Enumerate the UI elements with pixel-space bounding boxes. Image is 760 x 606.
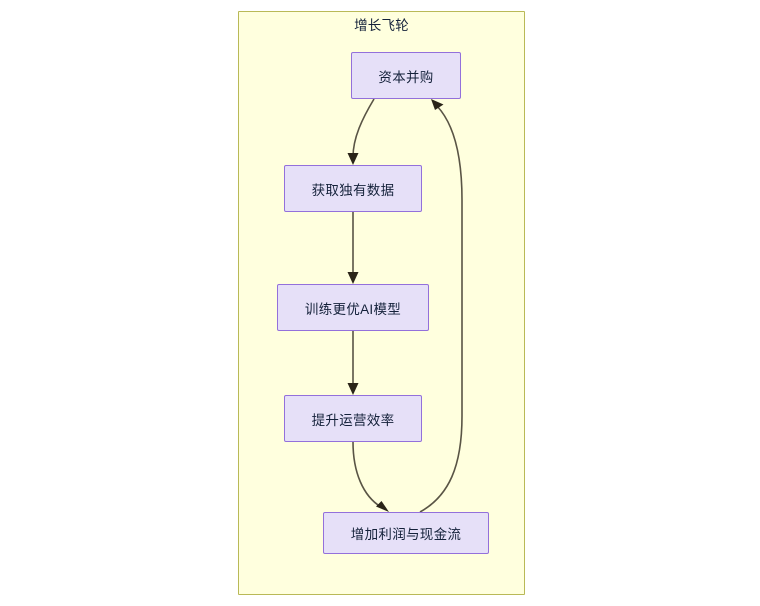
node-acquire-unique-data[interactable]: 获取独有数据 (284, 165, 422, 212)
node-increase-profit-cashflow[interactable]: 增加利润与现金流 (323, 512, 489, 554)
node-capital-acquisition[interactable]: 资本并购 (351, 52, 461, 99)
node-improve-operating-efficiency[interactable]: 提升运营效率 (284, 395, 422, 442)
subgraph-title: 增长飞轮 (354, 18, 409, 33)
node-train-better-ai-model[interactable]: 训练更优AI模型 (277, 284, 429, 331)
